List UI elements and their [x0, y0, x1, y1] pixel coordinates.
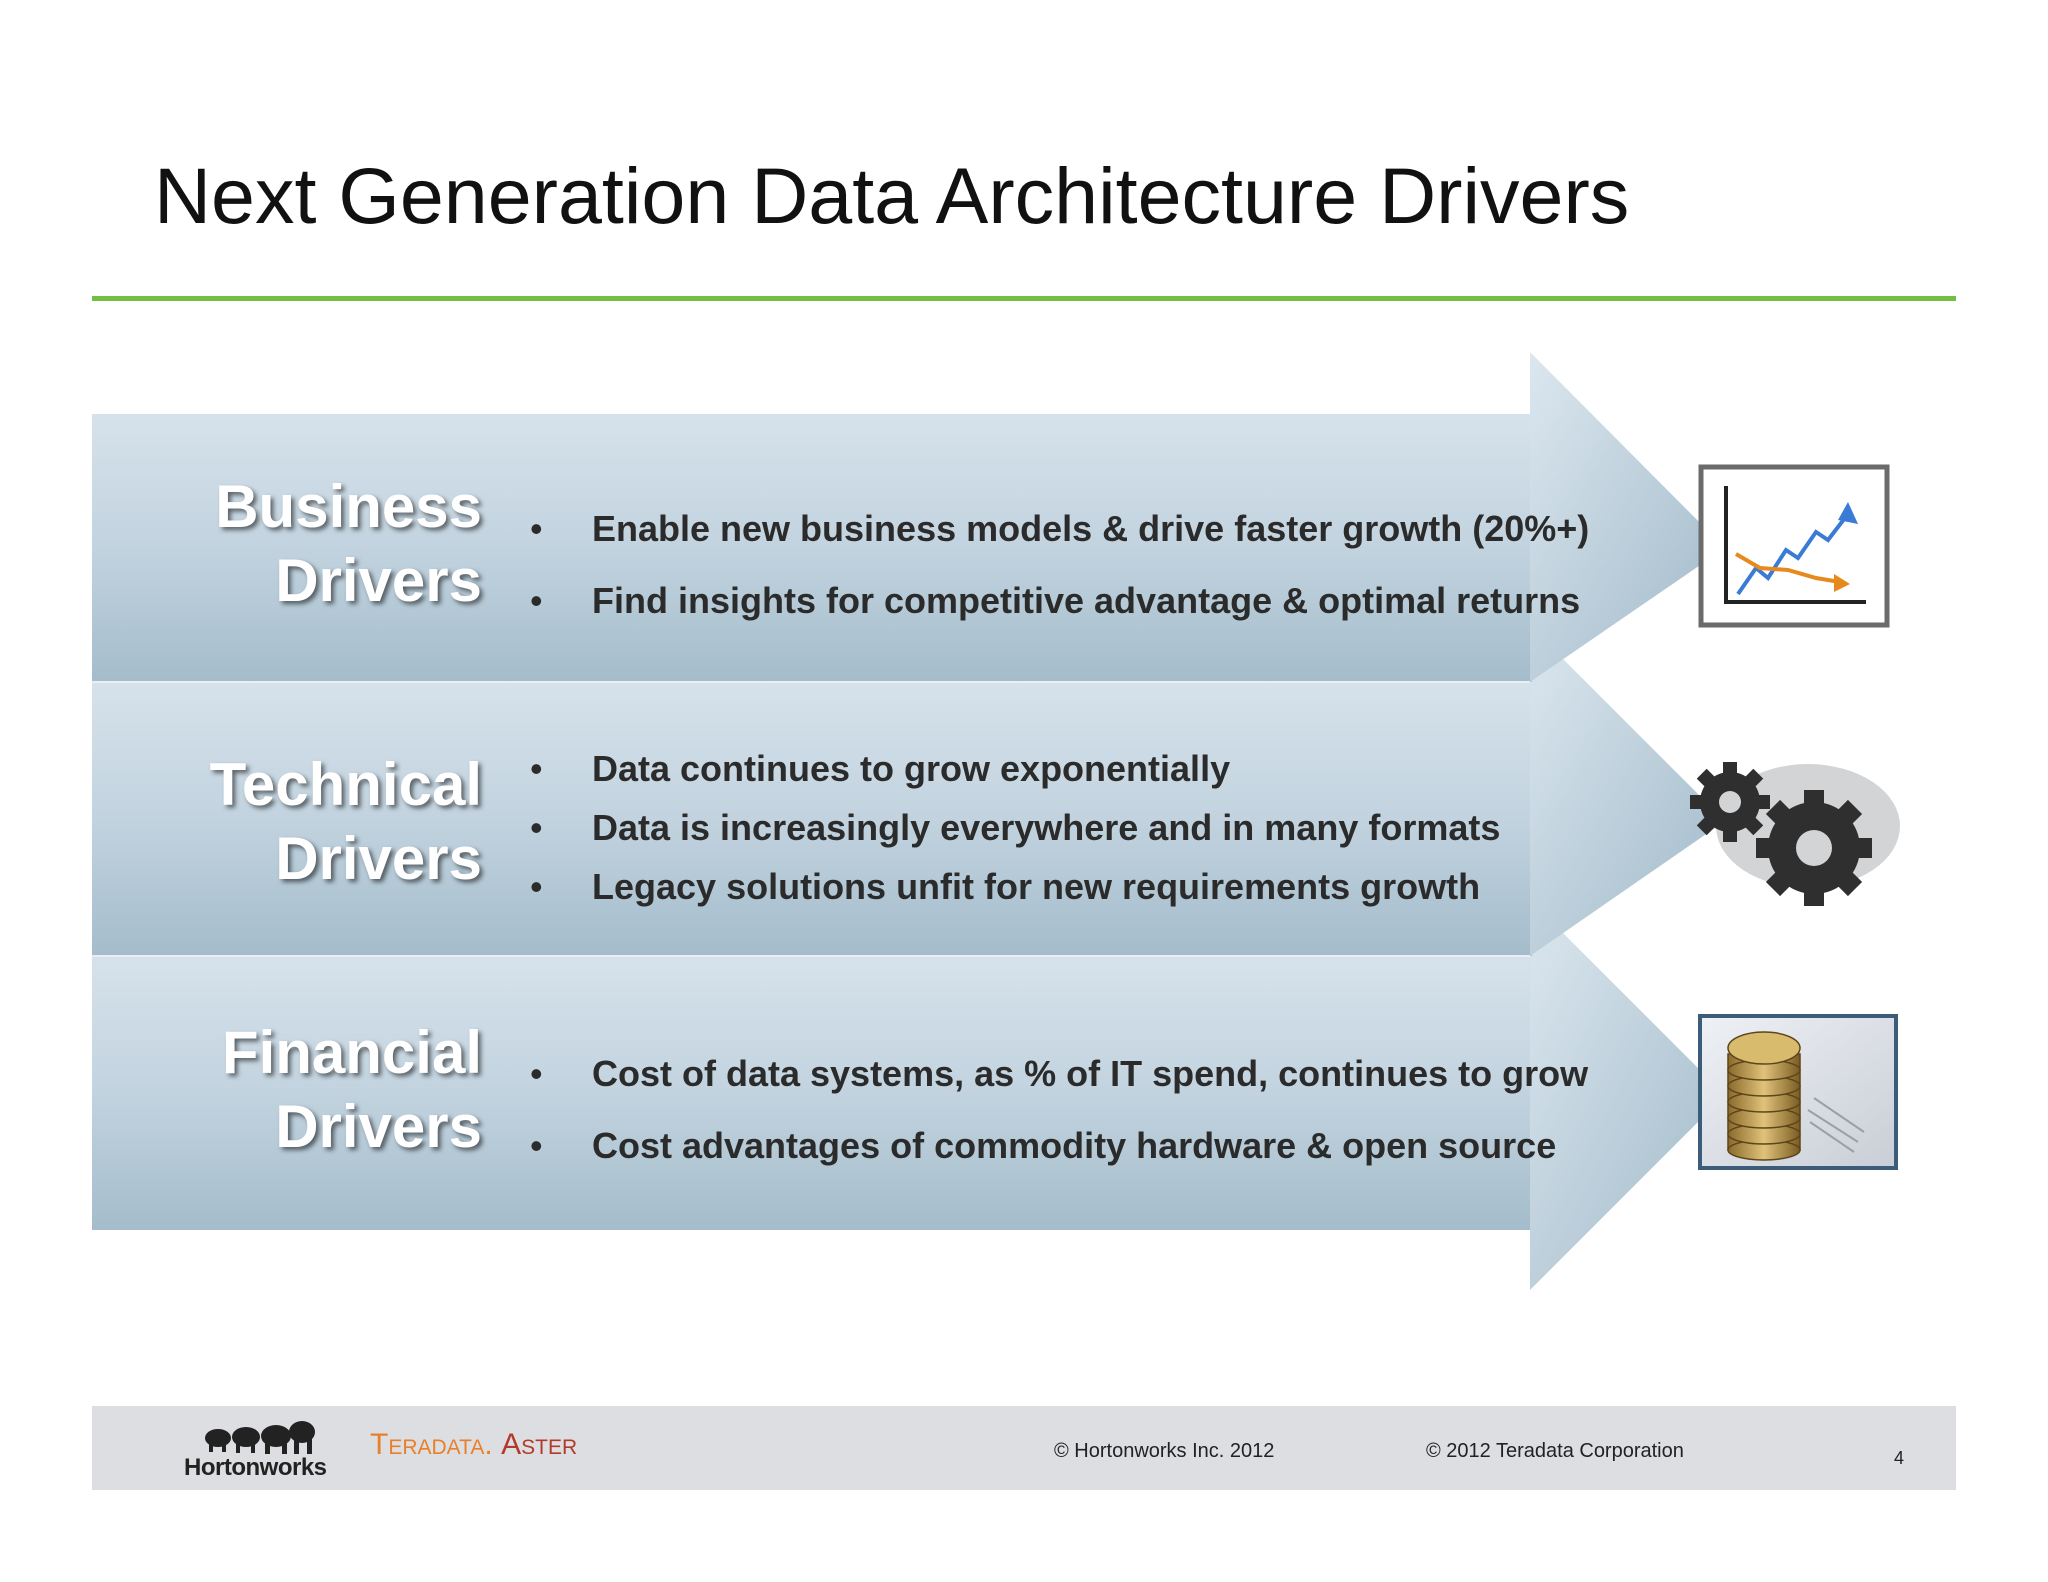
- financial-drivers-label: Financial Drivers: [222, 1016, 482, 1164]
- list-item: Data is increasingly everywhere and in m…: [530, 798, 1500, 857]
- title-divider: [92, 296, 1956, 301]
- business-label-line2: Drivers: [275, 547, 482, 614]
- line-chart-icon: [1698, 464, 1890, 628]
- coins-icon: [1698, 1014, 1898, 1170]
- hortonworks-logo: Hortonworks: [184, 1454, 327, 1481]
- list-item: Enable new business models & drive faste…: [530, 493, 1589, 565]
- list-item: Cost of data systems, as % of IT spend, …: [530, 1038, 1588, 1110]
- list-item: Cost advantages of commodity hardware & …: [530, 1110, 1588, 1182]
- financial-bullets: Cost of data systems, as % of IT spend, …: [530, 1038, 1588, 1182]
- business-drivers-label: Business Drivers: [215, 470, 482, 618]
- business-bullets: Enable new business models & drive faste…: [530, 493, 1589, 637]
- business-label-line1: Business: [215, 473, 482, 540]
- list-item: Data continues to grow exponentially: [530, 739, 1500, 798]
- technical-label-line2: Drivers: [275, 825, 482, 892]
- list-item: Legacy solutions unfit for new requireme…: [530, 857, 1500, 916]
- hortonworks-elephants-logo: [205, 1421, 315, 1454]
- hortonworks-copyright: © Hortonworks Inc. 2012: [1054, 1440, 1275, 1462]
- technical-drivers-label: Technical Drivers: [210, 748, 482, 896]
- slide-title: Next Generation Data Architecture Driver…: [154, 151, 1630, 240]
- technical-bullets: Data continues to grow exponentially Dat…: [530, 739, 1500, 916]
- financial-label-line2: Drivers: [275, 1093, 482, 1160]
- technical-label-line1: Technical: [209, 751, 482, 818]
- list-item: Find insights for competitive advantage …: [530, 565, 1589, 637]
- slide-footer: Hortonworks Teradata. Aster © Hortonwork…: [92, 1406, 1956, 1490]
- gears-icon: [1690, 762, 1900, 906]
- teradata-copyright: © 2012 Teradata Corporation: [1426, 1440, 1684, 1462]
- financial-label-line1: Financial: [221, 1019, 482, 1086]
- page-number: 4: [1894, 1448, 1905, 1468]
- teradata-aster-logo: Teradata. Aster: [370, 1428, 578, 1461]
- teradata-logo-text: Teradata: [370, 1428, 485, 1461]
- aster-logo-text: Aster: [501, 1428, 578, 1461]
